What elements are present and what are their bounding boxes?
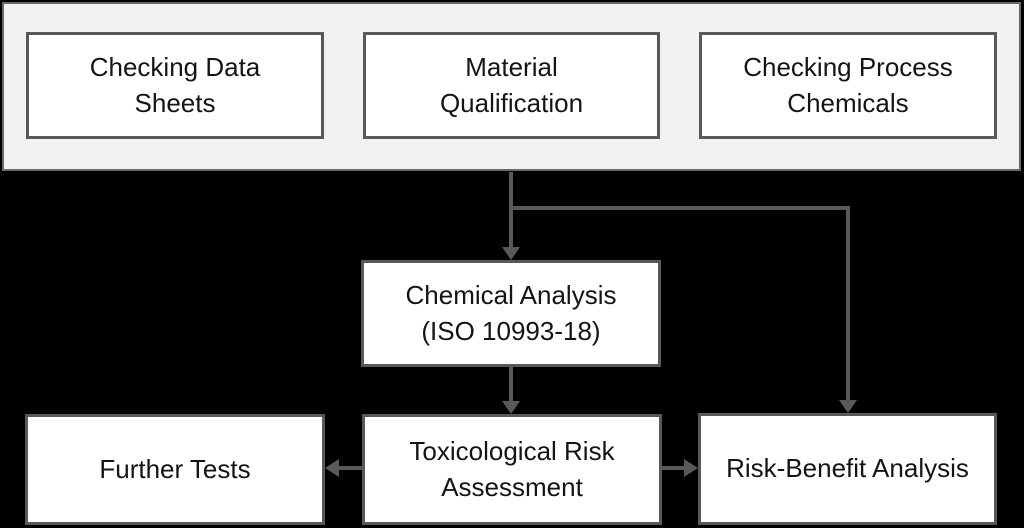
arrow-branch-to-risk-benefit-horizontal xyxy=(509,206,850,210)
node-risk-benefit-analysis: Risk-Benefit Analysis xyxy=(698,413,997,525)
arrow-branch-to-risk-benefit-head xyxy=(839,400,857,413)
node-label: Chemical Analysis (ISO 10993-18) xyxy=(405,279,617,346)
node-toxicological-risk-assessment: Toxicological Risk Assessment xyxy=(362,414,662,525)
arrow-group-to-chemical-analysis-head xyxy=(502,247,520,260)
arrow-toxicological-to-risk-benefit-shaft xyxy=(662,466,686,470)
arrow-group-to-chemical-analysis-shaft xyxy=(509,172,513,248)
node-further-tests: Further Tests xyxy=(25,414,325,525)
arrow-toxicological-to-further-tests-head xyxy=(325,459,339,477)
arrow-chemical-to-toxicological-head xyxy=(502,401,520,414)
arrow-toxicological-to-risk-benefit-head xyxy=(684,459,698,477)
node-label: Toxicological Risk Assessment xyxy=(409,435,615,502)
arrow-chemical-to-toxicological-shaft xyxy=(509,367,513,402)
node-checking-data-sheets: Checking Data Sheets xyxy=(26,32,324,139)
node-chemical-analysis: Chemical Analysis (ISO 10993-18) xyxy=(361,260,661,367)
node-label: Checking Data Sheets xyxy=(89,51,261,118)
node-label: Checking Process Chemicals xyxy=(743,51,953,118)
node-material-qualification: Material Qualification xyxy=(363,32,660,139)
arrow-branch-to-risk-benefit-vertical xyxy=(846,206,850,401)
node-checking-process-chemicals: Checking Process Chemicals xyxy=(699,32,997,139)
node-label: Further Tests xyxy=(99,453,251,484)
node-label: Material Qualification xyxy=(439,51,584,118)
node-label: Risk-Benefit Analysis xyxy=(726,453,969,484)
arrow-toxicological-to-further-tests-shaft xyxy=(338,466,362,470)
